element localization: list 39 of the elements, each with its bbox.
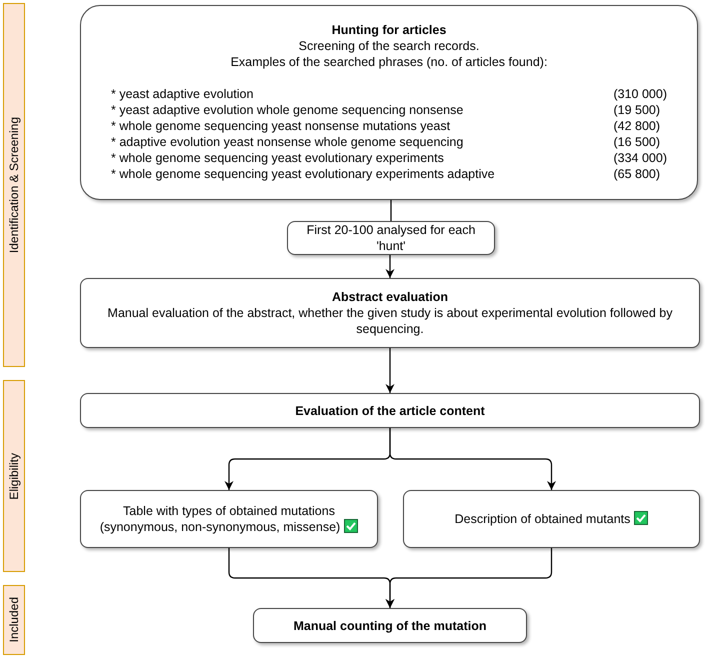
process-box (253, 608, 527, 643)
box-heading: Abstract evaluation (332, 289, 448, 305)
article-count: (19 500) (613, 102, 662, 118)
phase-band (3, 380, 25, 572)
box-text: First 20-100 analysed for each 'hunt' (306, 222, 476, 254)
search-phrase: * whole genome sequencing yeast evolutionary experiments adaptive (111, 166, 496, 182)
box-text: Manual evaluation of the abstract, whether the given study is about experimental evolution followed by sequencing. (106, 305, 674, 337)
process-box (80, 393, 700, 428)
box-text: Manual counting of the mutation (293, 618, 487, 634)
process-box (80, 490, 378, 548)
search-phrase: * yeast adaptive evolution (111, 86, 254, 102)
search-phrase: * whole genome sequencing yeast nonsense mutations yeast (111, 118, 452, 134)
search-phrase: * adaptive evolution yeast nonsense whole genome sequencing (111, 134, 464, 150)
box-text: Table with types of obtained mutations (synonymous, non-synonymous, missense) (93, 503, 365, 535)
process-box (403, 490, 700, 548)
arrow (386, 348, 394, 393)
box-text: Description of obtained mutants (454, 511, 648, 527)
process-box (287, 221, 495, 255)
article-count: (310 000) (613, 86, 667, 102)
phase-label: Included (6, 597, 22, 643)
box-text: Examples of the searched phrases (no. of articles found): (230, 54, 548, 70)
phase-band (3, 585, 25, 655)
arrow (386, 548, 552, 608)
process-box (80, 5, 698, 200)
article-count: (16 500) (613, 134, 662, 150)
article-count: (65 800) (613, 166, 662, 182)
search-phrase: * whole genome sequencing yeast evolutionary experiments (111, 150, 445, 166)
phase-band (3, 3, 25, 367)
article-count: (42 800) (613, 118, 662, 134)
box-text: Evaluation of the article content (295, 402, 485, 418)
article-count: (334 000) (613, 150, 667, 166)
arrow (386, 255, 394, 278)
phase-label: Identification & Screening (6, 116, 22, 254)
phase-label: Eligibility (6, 452, 22, 500)
box-heading: Hunting for articles (332, 22, 446, 38)
process-box (80, 278, 700, 348)
search-phrase: * yeast adaptive evolution whole genome sequencing nonsense (111, 102, 464, 118)
arrow (389, 428, 556, 490)
box-text: Screening of the search records. (298, 38, 480, 54)
